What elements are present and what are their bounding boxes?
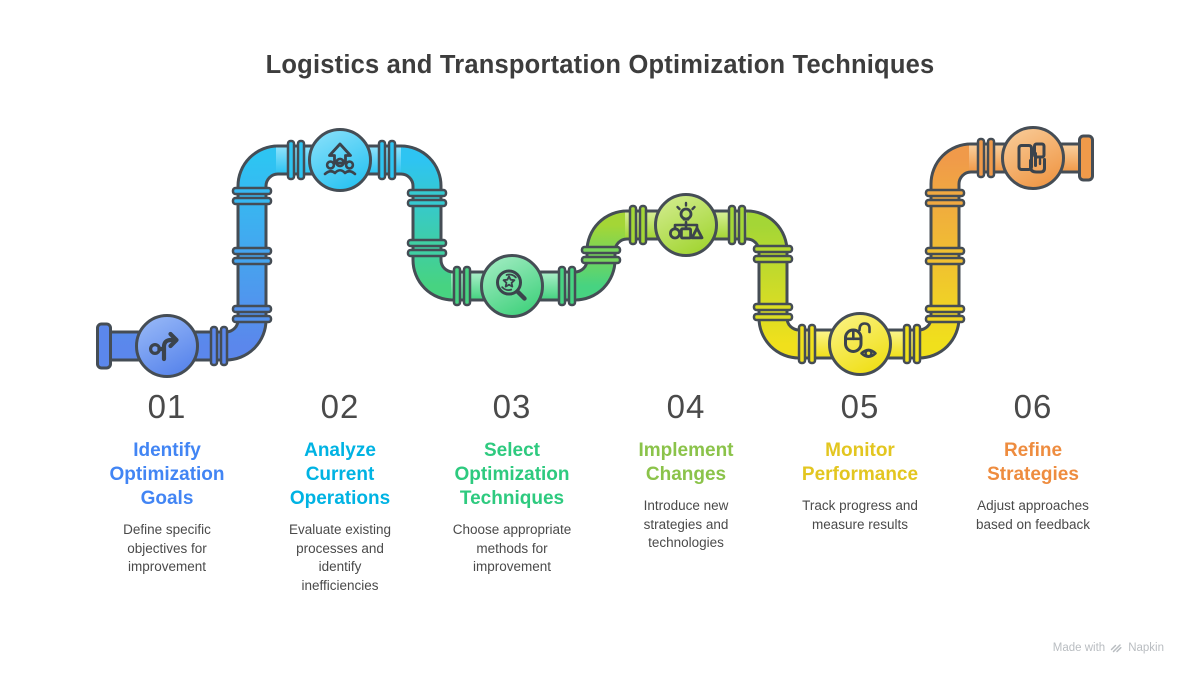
step-title: Refine Strategies	[987, 440, 1079, 485]
step-title: Implement Changes	[638, 440, 734, 485]
step-column-6: 06 Refine Strategies Adjust approaches b…	[947, 388, 1119, 534]
step-column-4: 04 Implement Changes Introduce new strat…	[600, 388, 772, 553]
step-description: Evaluate existing processes and identify…	[288, 522, 392, 593]
documents-tap-icon	[1017, 142, 1046, 174]
step-title: Monitor Performance	[801, 440, 919, 485]
step-column-3: 03 Select Optimization Techniques Choose…	[426, 388, 598, 577]
step-description: Track progress and measure results	[802, 498, 918, 532]
pipe-flanges	[96, 134, 1094, 370]
mouse-eye-icon	[844, 322, 877, 358]
step-number: 05	[840, 388, 880, 425]
pipe-nodes	[135, 126, 1065, 378]
napkin-chevrons-icon	[1110, 644, 1122, 653]
step-description: Define specific objectives for improveme…	[123, 522, 211, 574]
direction-arrows-icon	[149, 331, 179, 362]
footer-prefix: Made with	[1052, 641, 1106, 654]
step-description: Introduce new strategies and technologie…	[643, 498, 729, 550]
step-number: 06	[1013, 388, 1053, 425]
team-growth-arrow-icon	[323, 142, 357, 176]
step-title: Analyze Current Operations	[289, 440, 391, 509]
step-node-circle	[135, 314, 199, 378]
pipe-start-cap	[96, 322, 112, 370]
step-column-1: 01 Identify Optimization Goals Define sp…	[81, 388, 253, 577]
step-number: 03	[492, 388, 532, 425]
step-description: Choose appropriate methods for improveme…	[452, 522, 572, 574]
made-with-napkin-watermark: Made with Napkin	[1053, 641, 1164, 654]
step-number: 01	[147, 388, 187, 425]
step-number: 04	[666, 388, 706, 425]
pipe-end-cap	[1078, 134, 1094, 182]
step-title: Select Optimization Techniques	[454, 440, 570, 509]
page-title: Logistics and Transportation Optimizatio…	[265, 51, 935, 79]
step-description: Adjust approaches based on feedback	[975, 498, 1091, 532]
search-star-refresh-icon	[496, 269, 527, 301]
step-column-2: 02 Analyze Current Operations Evaluate e…	[254, 388, 426, 595]
step-title: Identify Optimization Goals	[109, 440, 225, 509]
footer-brand: Napkin	[1128, 641, 1164, 654]
step-number: 02	[320, 388, 360, 425]
idea-shapes-icon	[668, 201, 704, 240]
step-column-5: 05 Monitor Performance Track progress an…	[774, 388, 946, 534]
